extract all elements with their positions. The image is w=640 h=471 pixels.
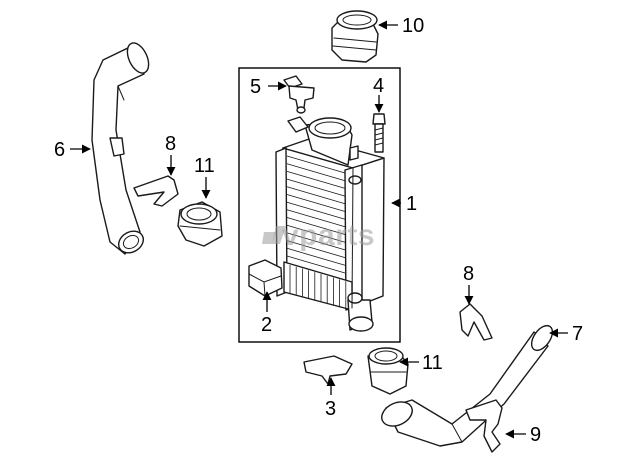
intercooler-fin (286, 194, 346, 212)
leader-lines (70, 20, 568, 439)
intake-pipe-left (91, 42, 150, 255)
clamp (248, 259, 283, 297)
intercooler-fin (286, 209, 346, 228)
callout-10: 10 (402, 15, 424, 37)
coupler-right (367, 347, 409, 395)
coupler-left (177, 201, 223, 247)
callout-4: 4 (373, 75, 384, 97)
callout-11-left: 11 (194, 155, 215, 177)
watermark-text: vparts (282, 219, 375, 252)
intercooler-fin (286, 255, 346, 274)
intercooler (275, 116, 385, 332)
bracket-bottom (303, 355, 353, 385)
pipe-bracket (465, 399, 503, 453)
intercooler-fin (286, 186, 346, 205)
intercooler-fin (286, 201, 346, 220)
intercooler-fin (286, 240, 346, 258)
bolt (372, 113, 386, 153)
callout-5: 5 (250, 76, 261, 98)
watermark: vparts (262, 219, 375, 252)
boost-sensor (283, 75, 315, 114)
intercooler-fin (286, 155, 346, 174)
callout-7: 7 (572, 323, 583, 345)
bracket-right (459, 303, 493, 341)
intercooler-fin (286, 171, 346, 189)
callout-1: 1 (406, 193, 417, 215)
intercooler-fin (286, 163, 346, 182)
callout-9: 9 (530, 424, 541, 446)
intercooler-fin (286, 217, 346, 235)
callout-8-left: 8 (165, 133, 176, 155)
watermark-logo-icon (262, 226, 286, 244)
intercooler-fin (286, 247, 346, 266)
bracket-left (133, 175, 179, 207)
callout-11-right: 11 (422, 352, 443, 374)
callout-3: 3 (325, 398, 336, 420)
intercooler-fin (286, 232, 346, 251)
callout-8-right: 8 (463, 263, 474, 285)
outlet-pipe-right (381, 324, 554, 447)
callout-2: 2 (261, 314, 272, 336)
intercooler-fin (286, 224, 346, 243)
callout-6: 6 (54, 139, 65, 161)
hose-coupler-top (331, 10, 379, 63)
intercooler-fin (286, 178, 346, 197)
